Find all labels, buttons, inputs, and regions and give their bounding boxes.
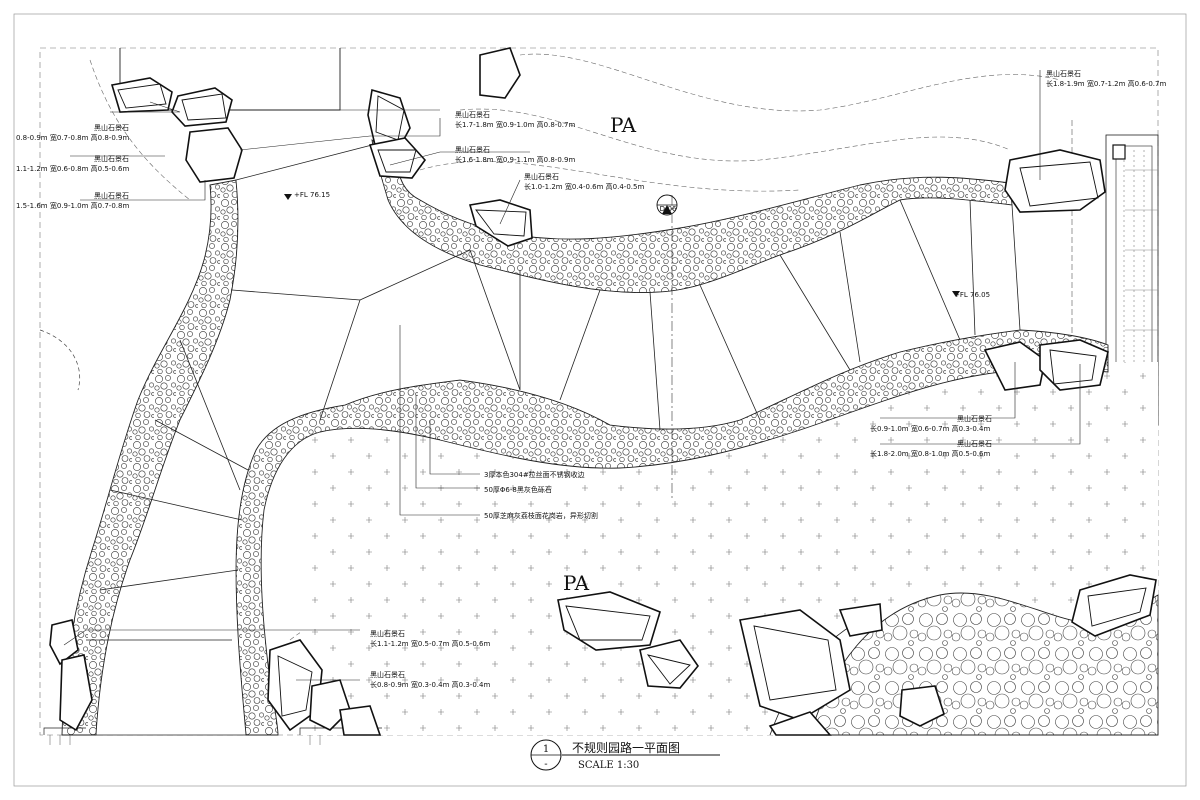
leader-lines [63,70,1081,681]
svg-text:长1.0-1.2m 宽0.4-0.6m 高0.4-0.5m: 长1.0-1.2m 宽0.4-0.6m 高0.4-0.5m [524,182,644,191]
svg-text:黑山石景石: 黑山石景石 [455,110,490,119]
level-right-icon [952,291,960,297]
stone-note-1: 黑山石景石 0.8-0.9m 宽0.7-0.8m 高0.8-0.9m [16,123,129,142]
svg-text:黑山石景石: 黑山石景石 [524,172,559,181]
stone-note-11: 黑山石景石 长0.8-0.9m 宽0.3-0.4m 高0.3-0.4m [370,670,490,689]
svg-text:1.1-1.2m 宽0.6-0.8m 高0.5-0.6m: 1.1-1.2m 宽0.6-0.8m 高0.5-0.6m [16,164,129,173]
svg-text:长1.6-1.8m 宽0.9-1.1m 高0.8-0.9m: 长1.6-1.8m 宽0.9-1.1m 高0.8-0.9m [455,155,575,164]
svg-text:黑山石景石: 黑山石景石 [957,439,992,448]
stone-note-10: 黑山石景石 长1.1-1.2m 宽0.5-0.7m 高0.5-0.6m [370,629,490,648]
svg-text:黑山石景石: 黑山石景石 [370,629,405,638]
stone-note-8: 黑山石景石 长0.9-1.0m 宽0.6-0.7m 高0.3-0.4m [870,414,992,433]
svg-text:黑山石景石: 黑山石景石 [94,123,129,132]
zone-pa-bottom: PA [563,571,590,595]
svg-text:黑山石景石: 黑山石景石 [455,145,490,154]
stone-note-4: 黑山石景石 长1.7-1.8m 宽0.9-1.0m 高0.8-0.7m [455,110,575,129]
sheet-border [13,13,1187,787]
drawing-title: 不规则园路一平面图 [572,740,680,755]
level-left-icon [284,194,292,200]
svg-text:黑山石景石: 黑山石景石 [94,191,129,200]
svg-text:长1.7-1.8m 宽0.9-1.0m 高0.8-0.7m: 长1.7-1.8m 宽0.9-1.0m 高0.8-0.7m [455,120,575,129]
section-marker-label: D-06 [660,205,677,213]
stone-note-9: 黑山石景石 长1.8-2.0m 宽0.8-1.0m 高0.5-0.6m [870,439,992,458]
stone-note-6: 黑山石景石 长1.0-1.2m 宽0.4-0.6m 高0.4-0.5m [524,172,644,191]
drawing-scale: SCALE 1:30 [578,760,639,771]
svg-text:黑山石景石: 黑山石景石 [370,670,405,679]
svg-text:黑山石景石: 黑山石景石 [94,154,129,163]
svg-text:长1.8-1.9m 宽0.7-1.2m 高0.6-0.7m: 长1.8-1.9m 宽0.7-1.2m 高0.6-0.7m [1046,79,1166,88]
svg-text:黑山石景石: 黑山石景石 [1046,69,1081,78]
svg-text:长0.9-1.0m 宽0.6-0.7m 高0.3-0.4m: 长0.9-1.0m 宽0.6-0.7m 高0.3-0.4m [870,424,990,433]
level-left: +FL 76.15 [294,191,330,199]
stone-note-7: 黑山石景石 长1.8-1.9m 宽0.7-1.2m 高0.6-0.7m [1046,69,1166,88]
svg-text:黑山石景石: 黑山石景石 [957,414,992,423]
drawing-sub: - [544,759,547,770]
svg-text:0.8-0.9m 宽0.7-0.8m 高0.8-0.9m: 0.8-0.9m 宽0.7-0.8m 高0.8-0.9m [16,133,129,142]
svg-text:长1.8-2.0m 宽0.8-1.0m 高0.5-0.6m: 长1.8-2.0m 宽0.8-1.0m 高0.5-0.6m [870,449,990,458]
stone-note-3: 黑山石景石 1.5-1.6m 宽0.9-1.0m 高0.7-0.8m [16,191,129,210]
section-arc [39,329,80,391]
stone-note-5: 黑山石景石 长1.6-1.8m 宽0.9-1.1m 高0.8-0.9m [455,145,575,164]
plaza-grid [49,735,321,745]
level-right: +FL 76.05 [954,291,990,299]
svg-text:长0.8-0.9m 宽0.3-0.4m 高0.3-0.4m: 长0.8-0.9m 宽0.3-0.4m 高0.3-0.4m [370,680,490,689]
title-block: 1 - 不规则园路一平面图 SCALE 1:30 [530,739,720,771]
drawing-number: 1 [543,744,549,755]
material-note-granite: 50厚芝麻灰荔枝面花岗岩，异形切割 [484,511,598,520]
section-marker: D-06 [656,194,678,500]
rocks [49,47,1157,736]
zone-pa-top: PA [610,113,637,137]
material-note-steel-edge: 3厚本色304#拉丝面不锈钢收边 [484,470,585,479]
material-note-gravel: 50厚Φ6-8黑灰色砾石 [484,485,552,494]
stone-note-2: 黑山石景石 1.1-1.2m 宽0.6-0.8m 高0.5-0.6m [16,154,129,173]
svg-text:长1.1-1.2m 宽0.5-0.7m 高0.5-0.6m: 长1.1-1.2m 宽0.5-0.7m 高0.5-0.6m [370,639,490,648]
svg-text:1.5-1.6m 宽0.9-1.0m 高0.7-0.8m: 1.5-1.6m 宽0.9-1.0m 高0.7-0.8m [16,201,129,210]
granite-paving [86,144,1021,736]
